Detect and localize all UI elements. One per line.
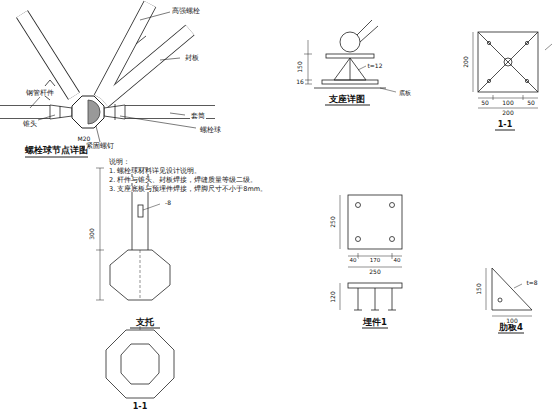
- dimension-text: 200: [501, 110, 514, 116]
- view-title: 埋件1: [362, 318, 388, 327]
- dimension-text: 40: [349, 258, 358, 264]
- dimension-text: 100: [505, 318, 518, 324]
- base-plate-plan: [473, 32, 552, 108]
- support-detail: [304, 20, 396, 92]
- dimension-text: 50: [480, 100, 490, 106]
- octagon-section: [106, 322, 174, 398]
- view-title: 1-1: [132, 403, 148, 411]
- dimension-text: 170: [369, 258, 382, 264]
- callout-text: 底板: [398, 90, 412, 96]
- dimension-text: t=12: [366, 63, 383, 69]
- callout-text: 紧固螺钉: [85, 143, 115, 150]
- callout-text: 螺栓球: [199, 127, 222, 134]
- bolt-ball: [72, 96, 104, 128]
- callout-text: 高强螺栓: [171, 8, 201, 15]
- dimension-text: 300: [89, 227, 95, 240]
- dimension-text: 1. 螺栓球材料详见设计说明。: [108, 168, 202, 175]
- dimension-text: 250: [368, 269, 381, 275]
- view-title: 1-1: [497, 121, 513, 129]
- dimension-text: 250: [330, 215, 336, 228]
- dimension-text: 150: [297, 60, 303, 73]
- callout-text: 钢管杆件: [25, 90, 55, 97]
- dimension-text: M20: [77, 136, 92, 142]
- rib-plate: [486, 268, 532, 316]
- dimension-text: 120: [330, 290, 336, 303]
- callout-text: 说明：: [108, 159, 131, 166]
- view-title: 肋板4: [498, 323, 524, 332]
- dimension-text: 2. 杆件与锥头、封板焊接，焊缝质量等级二级。: [108, 177, 258, 184]
- dimension-text: -8: [164, 200, 172, 206]
- callout-text: 锥头: [22, 121, 38, 128]
- view-title: 支托: [135, 318, 155, 327]
- callout-text: 封板: [184, 55, 200, 62]
- dimension-text: 40: [393, 258, 402, 264]
- view-title: 螺栓球节点详图: [24, 146, 89, 155]
- dimension-text: 3. 支座底板与预埋件焊接，焊脚尺寸不小于8mm。: [108, 186, 268, 193]
- view-title: 支座详图: [328, 95, 366, 104]
- member-tubes: [0, 4, 215, 120]
- dimension-text: 200: [463, 55, 469, 68]
- leader-lines: [30, 12, 196, 142]
- embed-plate: [340, 195, 402, 310]
- dimension-text: 50: [526, 100, 536, 106]
- dimension-text: 150: [476, 282, 482, 295]
- dimension-text: t=8: [525, 280, 538, 286]
- dimension-text: 100: [501, 100, 514, 106]
- callout-text: 套筒: [190, 113, 206, 120]
- dimension-text: 16: [295, 79, 305, 85]
